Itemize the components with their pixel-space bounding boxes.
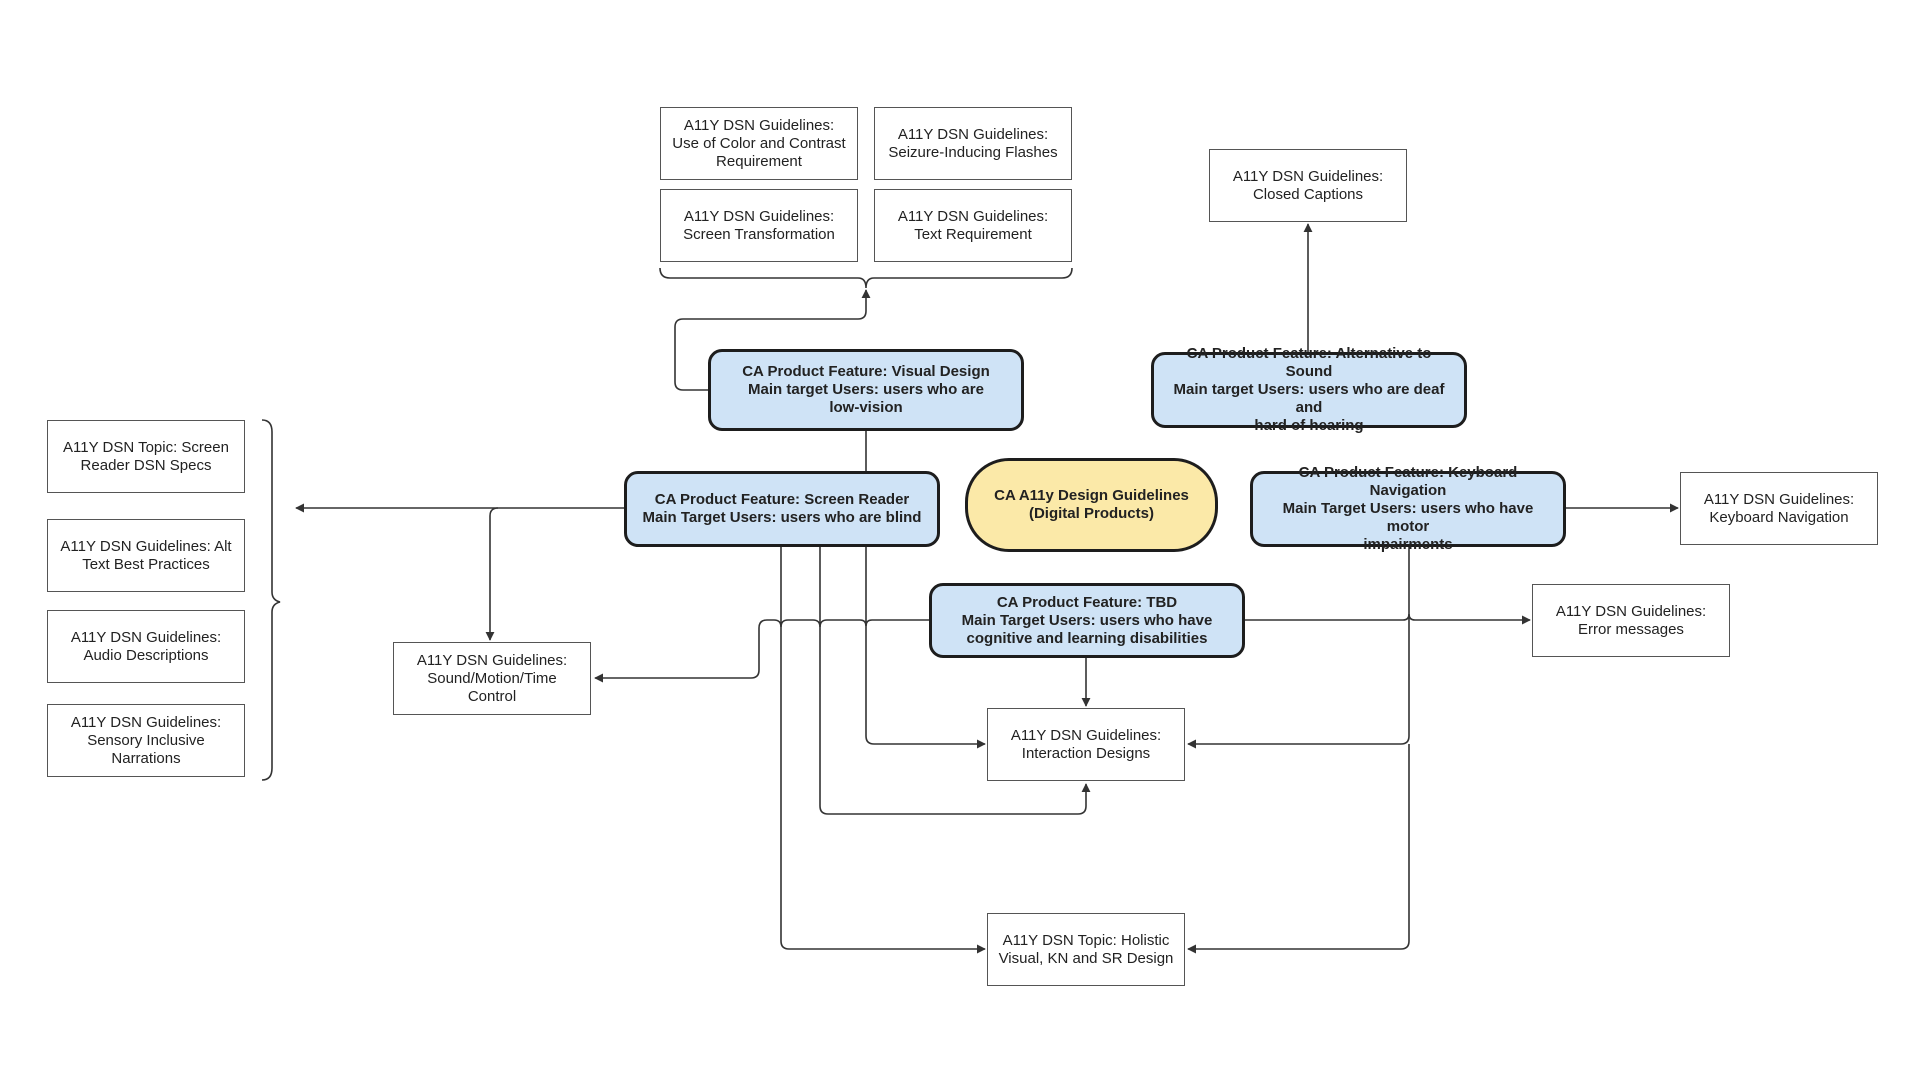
connector-keyboard-to-interaction [1187, 545, 1410, 749]
topic-screen-reader-specs[interactable]: A11Y DSN Topic: Screen Reader DSN Specs [47, 420, 245, 493]
top-group-bracket [659, 267, 1073, 289]
guideline-screen-transformation[interactable]: A11Y DSN Guidelines: Screen Transformati… [660, 189, 858, 262]
connector-keyboard-to-holistic [1187, 744, 1410, 954]
guideline-keyboard-navigation[interactable]: A11Y DSN Guidelines: Keyboard Navigation [1680, 472, 1878, 545]
guideline-sensory-narrations[interactable]: A11Y DSN Guidelines: Sensory Inclusive N… [47, 704, 245, 777]
feature-keyboard-navigation[interactable]: CA Product Feature: Keyboard Navigation … [1250, 464, 1566, 553]
connector-tbd-to-sound [594, 619, 930, 683]
guideline-color-contrast[interactable]: A11Y DSN Guidelines: Use of Color and Co… [660, 107, 858, 180]
guideline-error-messages[interactable]: A11Y DSN Guidelines: Error messages [1532, 584, 1730, 657]
feature-tbd[interactable]: CA Product Feature: TBD Main Target User… [929, 583, 1245, 658]
guideline-closed-captions[interactable]: A11Y DSN Guidelines: Closed Captions [1209, 149, 1407, 222]
guideline-text-requirement[interactable]: A11Y DSN Guidelines: Text Requirement [874, 189, 1072, 262]
center-design-guidelines[interactable]: CA A11y Design Guidelines (Digital Produ… [965, 458, 1218, 552]
connector-tbd-to-errors [1243, 613, 1531, 625]
guideline-seizure-flashes[interactable]: A11Y DSN Guidelines: Seizure-Inducing Fl… [874, 107, 1072, 180]
connector-screenreader-to-interaction [819, 545, 1091, 815]
connector-screenreader-to-holistic [780, 545, 986, 954]
connector-visual-to-interaction [865, 430, 986, 749]
feature-screen-reader[interactable]: CA Product Feature: Screen Reader Main T… [624, 471, 940, 547]
left-group-brace [261, 419, 281, 781]
guideline-interaction-designs[interactable]: A11Y DSN Guidelines: Interaction Designs [987, 708, 1185, 781]
feature-visual-design[interactable]: CA Product Feature: Visual Design Main t… [708, 349, 1024, 431]
guideline-alt-text[interactable]: A11Y DSN Guidelines: Alt Text Best Pract… [47, 519, 245, 592]
connector-screenreader-to-sound [485, 507, 499, 641]
guideline-audio-descriptions[interactable]: A11Y DSN Guidelines: Audio Descriptions [47, 610, 245, 683]
guideline-sound-motion-time[interactable]: A11Y DSN Guidelines: Sound/Motion/Time C… [393, 642, 591, 715]
feature-alternative-to-sound[interactable]: CA Product Feature: Alternative to Sound… [1151, 345, 1467, 434]
topic-holistic-design[interactable]: A11Y DSN Topic: Holistic Visual, KN and … [987, 913, 1185, 986]
connector-visual-to-top-group [674, 289, 871, 391]
